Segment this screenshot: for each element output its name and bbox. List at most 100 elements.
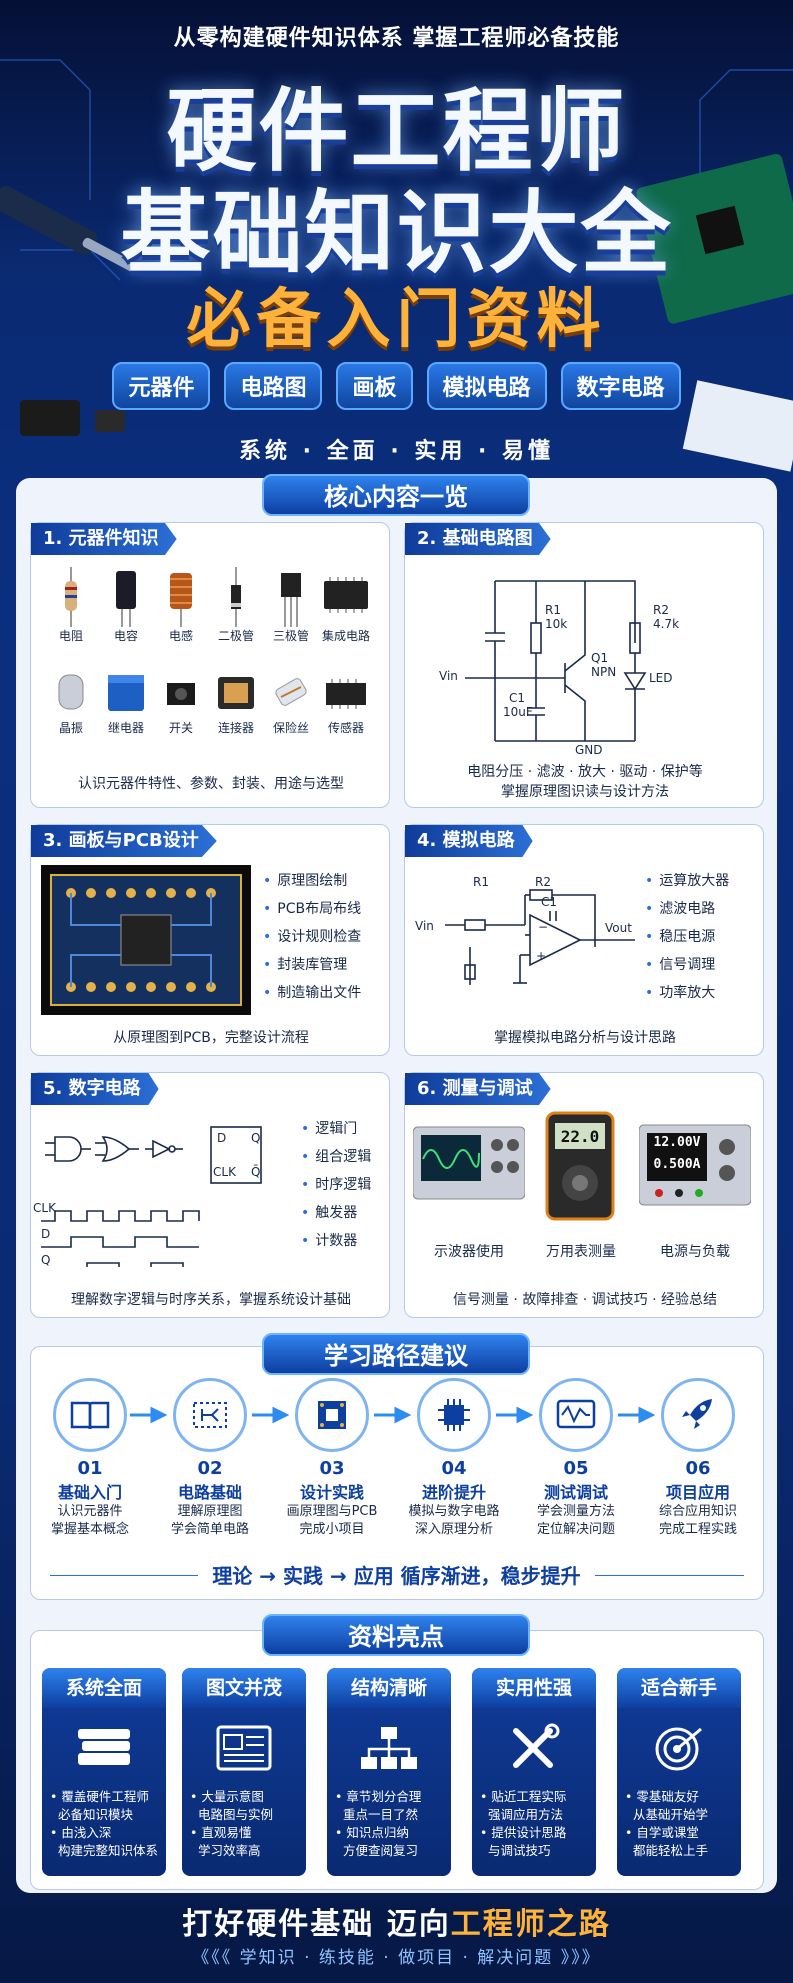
resistor: 电阻	[31, 567, 111, 644]
footer-slogan-a: 打好硬件基础 迈向	[182, 1907, 451, 1942]
soldering-iron-icon	[0, 186, 138, 273]
opamp-schematic: −+	[445, 889, 635, 985]
psu-voltage-readout: 12.00V	[653, 1135, 701, 1150]
transistor: 三极管	[251, 567, 331, 644]
label-r1: R1	[545, 603, 561, 617]
card-pcb-design-title: 3. 画板与PCB设计	[31, 825, 217, 857]
label-ff-d: D	[217, 1131, 227, 1145]
pill-layout: 画板	[336, 362, 413, 410]
ic-chip: 集成电路	[306, 567, 386, 644]
label-q1: Q1	[591, 651, 609, 665]
highlight-beginner: 适合新手 • 零基础友好 从基础开始学• 自学或课堂 都能轻松上手	[617, 1668, 741, 1876]
card-digital-bullets: •逻辑门 •组合逻辑 •时序逻辑 •触发器 •计数器	[301, 1121, 372, 1249]
label-oscilloscope: 示波器使用	[434, 1244, 504, 1260]
path-arrows	[130, 1406, 656, 1424]
svg-text:+: +	[536, 949, 546, 963]
overview-heading: 核心内容一览	[262, 474, 530, 516]
label-wave-d: D	[41, 1227, 51, 1241]
books-icon	[42, 1708, 166, 1788]
ic-chip-icon	[324, 577, 368, 613]
sensor: 传感器	[306, 669, 386, 736]
card-digital-caption: 理解数字逻辑与时序关系，掌握系统设计基础	[71, 1292, 351, 1308]
label-opamp-vin: Vin	[415, 919, 434, 933]
logic-gates-diagram	[41, 1126, 262, 1267]
label-opamp-vout: Vout	[605, 921, 632, 935]
fuse: 保险丝	[251, 669, 331, 736]
pill-analog: 模拟电路	[426, 362, 547, 410]
card-components-title: 1. 元器件知识	[31, 523, 177, 555]
multimeter-readout: 22.0	[560, 1127, 600, 1146]
oscilloscope-icon	[413, 1126, 525, 1200]
components-decoration-icon	[20, 400, 125, 436]
label-r2: R2	[653, 603, 669, 617]
card-digital-title: 5. 数字电路	[31, 1073, 159, 1105]
label-ff-qbar: Q̄	[251, 1165, 261, 1179]
circuit-icon	[173, 1378, 247, 1452]
fuse-icon	[275, 678, 307, 706]
footer-slogan: 打好硬件基础 迈向工程师之路	[0, 1899, 793, 1943]
card-basic-circuit-caption-1: 电阻分压 · 滤波 · 放大 · 驱动 · 保护等	[467, 764, 703, 780]
title-line-2: 基础知识大全	[120, 181, 673, 286]
label-ff-q: Q	[251, 1131, 261, 1145]
card-analog-bullets: •运算放大器 •滤波电路 •稳压电源 •信号调理 •功率放大	[645, 873, 730, 1001]
connector: 连接器	[196, 669, 276, 736]
title-line-3: 必备入门资料	[186, 283, 607, 357]
card-measurement-caption: 信号测量 · 故障排查 · 调试技巧 · 经验总结	[452, 1292, 718, 1308]
capacitor-icon	[116, 571, 136, 627]
arrow-right-icon	[252, 1406, 290, 1424]
hierarchy-icon	[327, 1708, 451, 1788]
schematic-paper-icon	[682, 380, 793, 472]
card-basic-circuit-caption-2: 掌握原理图识读与设计方法	[501, 784, 669, 800]
arrow-right-icon	[496, 1406, 534, 1424]
card-pcb-design: 3. 画板与PCB设计 •原理图绘制 •PCB布局布线 •设计规则检查 •封装库…	[30, 824, 390, 1056]
label-c1: C1	[509, 691, 526, 705]
card-analog-caption: 掌握模拟电路分析与设计思路	[494, 1030, 676, 1046]
picture-text-icon	[182, 1708, 306, 1788]
oscilloscope-step-icon	[539, 1378, 613, 1452]
path-heading: 学习路径建议	[262, 1333, 530, 1375]
highlight-practical: 实用性强 • 贴近工程实际 强调应用方法• 提供设计思路 与调试技巧	[472, 1668, 596, 1876]
pill-components: 元器件	[112, 362, 211, 410]
circuit-background	[0, 59, 793, 472]
sensor-icon	[326, 679, 366, 709]
card-basic-circuit: 2. 基础电路图 Vin R1 10k R2 4.7k Q1 NPN C1 10…	[404, 522, 764, 808]
title-line-1: 硬件工程师	[166, 79, 627, 184]
label-ff-clk: CLK	[213, 1165, 236, 1179]
pill-digital: 数字电路	[560, 362, 681, 410]
chip-icon	[417, 1378, 491, 1452]
transistor-schematic	[465, 580, 647, 742]
card-analog: 4. 模拟电路 −+ R1 R2 C1 Vin Vout •运算放大器 •滤波电…	[404, 824, 764, 1056]
highlight-illustrated: 图文并茂 • 大量示意图 电路图与实例• 直观易懂 学习效率高	[182, 1668, 306, 1876]
crystal-icon	[58, 674, 84, 710]
footer-slogan-b: 工程师之路	[450, 1907, 611, 1942]
card-digital: 5. 数字电路 D Q CLK Q̄ CLK D Q •逻辑门 •组合逻辑 •时…	[30, 1072, 390, 1318]
highlight-structured: 结构清晰 • 章节划分合理 重点一目了然• 知识点归纳 方便查阅复习	[327, 1668, 451, 1876]
resistor-icon	[65, 567, 77, 627]
pcb-icon	[295, 1378, 369, 1452]
label-multimeter: 万用表测量	[546, 1244, 616, 1260]
rocket-icon	[661, 1378, 735, 1452]
inductor: 电感	[141, 567, 221, 644]
pill-circuit: 电路图	[224, 362, 323, 410]
target-icon	[617, 1708, 741, 1788]
label-vin: Vin	[439, 669, 458, 683]
connector-icon	[218, 677, 254, 709]
highlights-heading: 资料亮点	[262, 1614, 530, 1656]
card-components-caption: 认识元器件特性、参数、封装、用途与选型	[78, 776, 344, 792]
pcb-layout-image	[41, 865, 251, 1015]
card-measurement-title: 6. 测量与调试	[405, 1073, 551, 1105]
power-supply-icon	[639, 1124, 751, 1206]
label-led: LED	[649, 671, 673, 685]
capacitor: 电容	[86, 567, 166, 644]
label-c1-value: 10uF	[503, 705, 533, 719]
card-pcb-design-bullets: •原理图绘制 •PCB布局布线 •设计规则检查 •封装库管理 •制造输出文件	[263, 873, 362, 1001]
switch: 开关	[141, 669, 221, 736]
tools-icon	[472, 1708, 596, 1788]
